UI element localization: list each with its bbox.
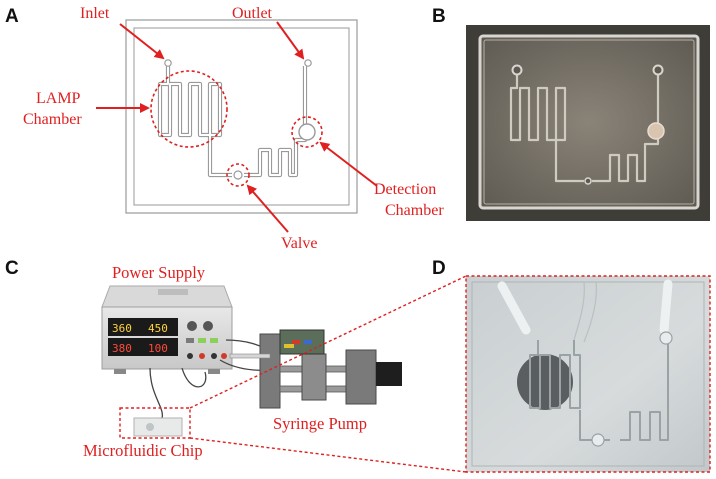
panel-d: D bbox=[432, 258, 711, 473]
inlet-arrow bbox=[119, 23, 165, 60]
panel-letter-a: A bbox=[5, 6, 19, 27]
panel-c: C Power Supply Syringe Pump Microfluidic… bbox=[5, 258, 467, 473]
syringe-pump-illustration bbox=[229, 329, 402, 409]
valve-highlight bbox=[226, 163, 250, 187]
detection-arrow bbox=[319, 141, 378, 187]
chip-photo-outlet bbox=[652, 64, 664, 76]
chip-inner-outline bbox=[133, 27, 350, 206]
small-chip-illustration bbox=[119, 407, 191, 439]
detection-well bbox=[298, 123, 316, 141]
label-lamp-line1: LAMP bbox=[36, 90, 81, 107]
valve-element bbox=[233, 170, 243, 180]
lamp-chamber-highlight bbox=[150, 70, 228, 148]
closeup-highlight-frame bbox=[465, 275, 711, 473]
channel-network bbox=[157, 66, 308, 178]
panel-b: B bbox=[432, 6, 710, 221]
label-detection-line1: Detection bbox=[374, 181, 436, 198]
inlet-port bbox=[164, 59, 172, 67]
chip-photo-detection bbox=[647, 122, 665, 140]
label-lamp-line2: Chamber bbox=[23, 111, 82, 128]
psu-readout-4: 100 bbox=[148, 342, 168, 355]
label-power-supply: Power Supply bbox=[112, 263, 206, 282]
psu-display-bottom bbox=[108, 338, 178, 356]
chip-photo-channels bbox=[509, 72, 660, 183]
panel-a: A Inlet Outlet LAMP Chamber Dete bbox=[5, 5, 444, 252]
zoom-line-top bbox=[189, 275, 467, 409]
psu-knob-2 bbox=[203, 321, 213, 331]
label-detection-line2: Chamber bbox=[385, 202, 444, 219]
psu-knob-1 bbox=[187, 321, 197, 331]
label-syringe-pump: Syringe Pump bbox=[273, 414, 367, 433]
zoom-line-bottom bbox=[189, 437, 467, 473]
chip-closeup-photo bbox=[466, 276, 710, 472]
label-valve: Valve bbox=[281, 235, 317, 252]
chip-photo-glass bbox=[478, 34, 700, 210]
panel-letter-b: B bbox=[432, 6, 446, 27]
panel-letter-c: C bbox=[5, 258, 19, 279]
psu-display-top bbox=[108, 318, 178, 336]
psu-readout-1: 360 bbox=[112, 322, 132, 335]
outlet-arrow bbox=[276, 21, 305, 60]
psu-readout-2: 450 bbox=[148, 322, 168, 335]
chip-outer-outline bbox=[125, 19, 358, 214]
psu-readout-3: 380 bbox=[112, 342, 132, 355]
closeup-lamp-disk bbox=[517, 354, 573, 410]
label-microfluidic-chip: Microfluidic Chip bbox=[83, 441, 203, 460]
valve-arrow bbox=[246, 184, 289, 233]
detection-chamber-highlight bbox=[291, 116, 323, 148]
power-supply-illustration: 360 450 380 100 bbox=[101, 285, 233, 374]
panel-letter-d: D bbox=[432, 258, 446, 279]
chip-photo-inlet bbox=[511, 64, 523, 76]
small-chip-highlight bbox=[119, 407, 191, 439]
outlet-port bbox=[304, 59, 312, 67]
label-outlet: Outlet bbox=[232, 5, 273, 22]
label-inlet: Inlet bbox=[80, 5, 110, 22]
